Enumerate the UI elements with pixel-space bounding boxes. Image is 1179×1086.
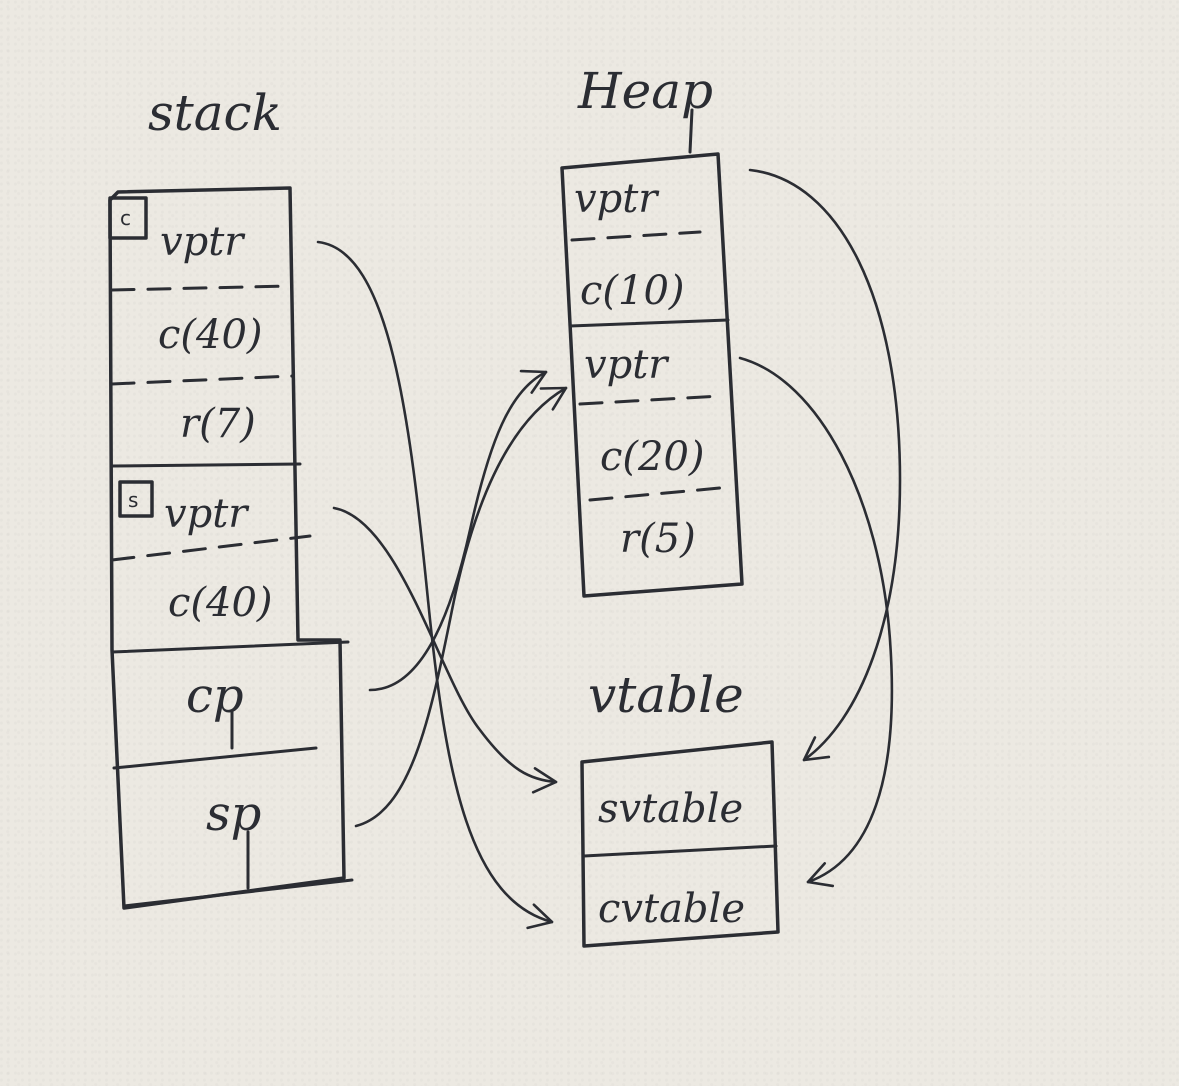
stack-sp-slot: sp — [122, 786, 354, 908]
stack-cp-slot: cp — [112, 668, 318, 770]
heap-obj2-r-field: r(5) — [620, 516, 696, 562]
stack-section: stack c vptr c(40) r(7) s vptr c(40) cp — [108, 84, 354, 910]
stack-c-object: c vptr c(40) r(7) — [108, 196, 302, 468]
vtable-separator — [582, 844, 778, 858]
s-marker-box — [118, 480, 154, 518]
divider — [578, 394, 722, 406]
arrow-sp-to-heap-object-2 — [354, 386, 568, 828]
heap-frame — [560, 152, 744, 598]
stack-s-vptr: vptr — [164, 491, 250, 537]
object-separator — [110, 462, 302, 468]
heap-title-stroke — [688, 108, 694, 154]
pointer-arrows — [316, 168, 902, 930]
slot-separator — [112, 746, 318, 770]
divider — [570, 230, 702, 242]
divider — [588, 486, 722, 502]
stack-c-r-field: r(7) — [180, 401, 256, 447]
stack-sp: sp — [206, 786, 261, 842]
heap-obj2-c-field: c(20) — [600, 434, 705, 480]
divider — [110, 284, 294, 292]
slot-separator — [122, 878, 354, 908]
object-separator — [568, 318, 730, 328]
arrow-cp-to-heap-object-2 — [368, 369, 548, 692]
heap-object-1: vptr c(10) — [568, 176, 730, 328]
vtable-frame — [580, 740, 780, 948]
object-separator — [110, 640, 350, 654]
heap-object-2: vptr c(20) r(5) — [578, 342, 722, 562]
vtable-entry-svtable: svtable — [598, 786, 743, 832]
arrow-heap-obj1-vptr-to-svtable — [748, 168, 902, 762]
heap-title: Heap — [577, 62, 713, 120]
s-marker: s — [128, 488, 138, 512]
heap-obj1-c-field: c(10) — [580, 268, 685, 314]
divider — [110, 534, 312, 562]
stack-c-c-field: c(40) — [158, 312, 263, 358]
vtable-title: vtable — [588, 666, 744, 724]
vtable-entry-cvtable: cvtable — [598, 886, 745, 932]
c-marker-box — [108, 196, 148, 240]
arrow-heap-obj2-vptr-to-cvtable — [738, 356, 894, 888]
vtable-section: vtable svtable cvtable — [580, 666, 780, 948]
stack-cp: cp — [186, 668, 244, 724]
stack-s-c-field: c(40) — [168, 580, 273, 626]
divider — [110, 374, 294, 386]
stack-title: stack — [148, 84, 282, 142]
stack-c-vptr: vptr — [160, 219, 246, 265]
heap-obj1-vptr: vptr — [574, 176, 660, 222]
heap-section: Heap vptr c(10) vptr c(20) r(5) — [560, 62, 744, 598]
heap-obj2-vptr: vptr — [584, 342, 670, 388]
c-marker: c — [120, 206, 131, 230]
arrow-stack-s-vptr-to-svtable — [332, 506, 558, 794]
arrow-stack-c-vptr-to-cvtable — [316, 240, 554, 930]
stack-s-object: s vptr c(40) — [110, 480, 350, 654]
stack-frame — [108, 186, 346, 910]
